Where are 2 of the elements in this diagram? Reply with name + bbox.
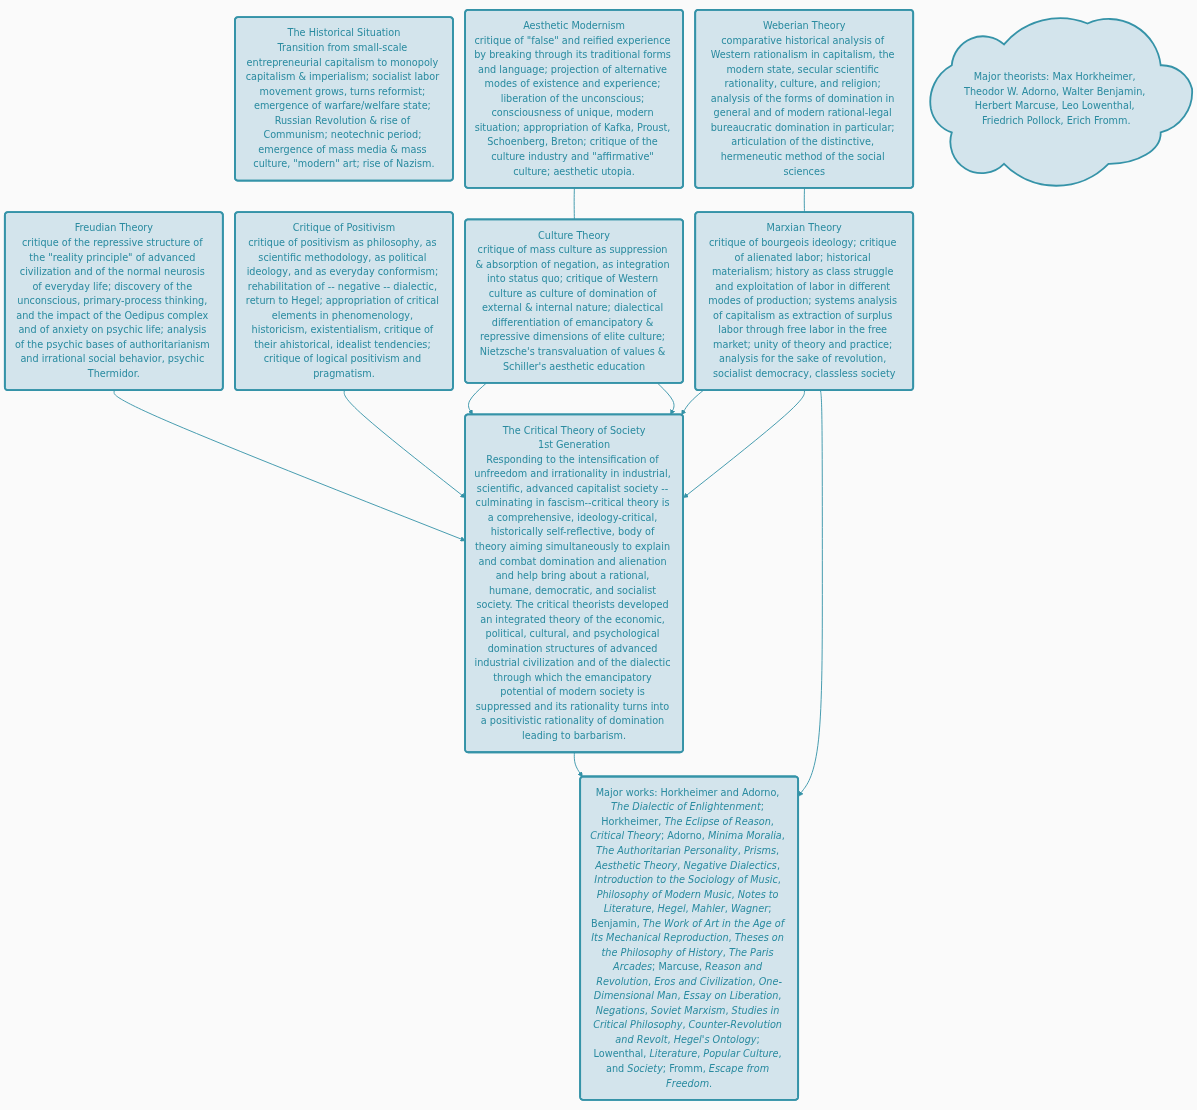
- connector: [573, 187, 575, 221]
- connector: [803, 187, 805, 213]
